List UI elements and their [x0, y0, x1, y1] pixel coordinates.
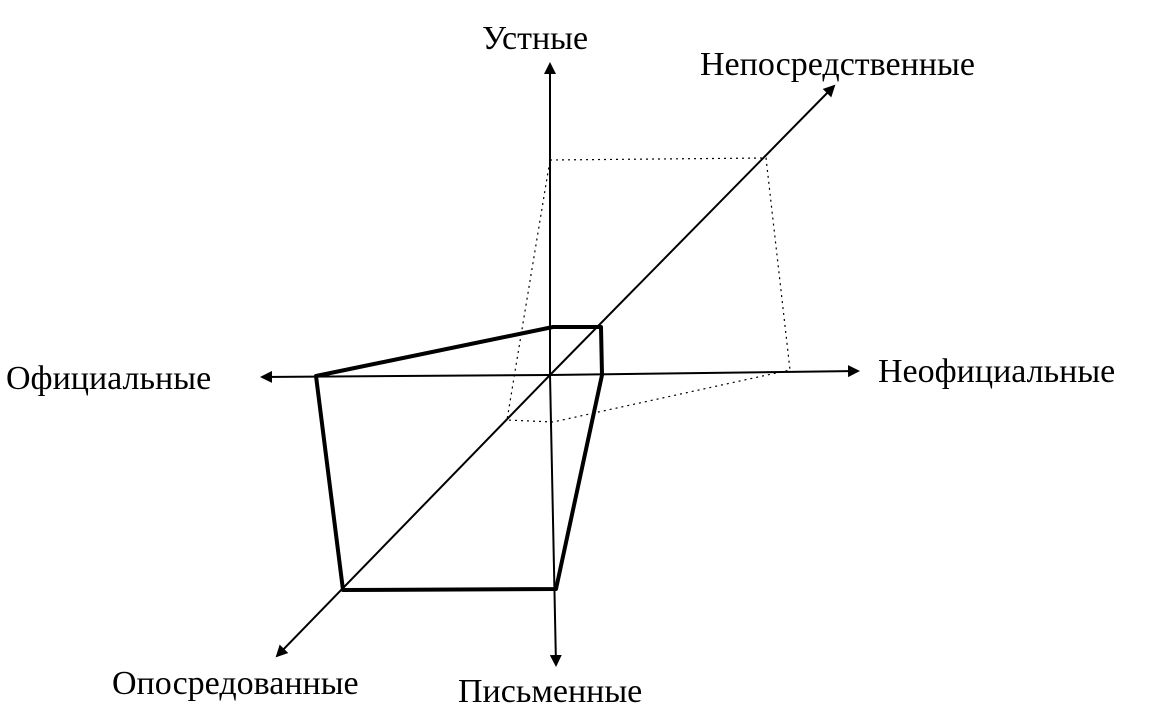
axis-label-written: Письменные	[458, 673, 643, 710]
axis-label-official: Официальные	[6, 360, 212, 397]
axis-label-unofficial: Неофициальные	[878, 353, 1116, 390]
axis-mediated-arrow	[275, 374, 551, 658]
axis-direct-arrow	[549, 84, 836, 376]
axis-label-mediated: Опосредованные	[112, 665, 359, 702]
axis-label-direct: Непосредственные	[700, 46, 975, 83]
axis-official-arrow	[260, 370, 551, 383]
axis-label-oral: Устные	[482, 20, 589, 57]
dotted-profile-polygon	[506, 157, 791, 423]
axis-written-arrow	[549, 374, 562, 667]
axis-unofficial-arrow	[549, 365, 860, 378]
